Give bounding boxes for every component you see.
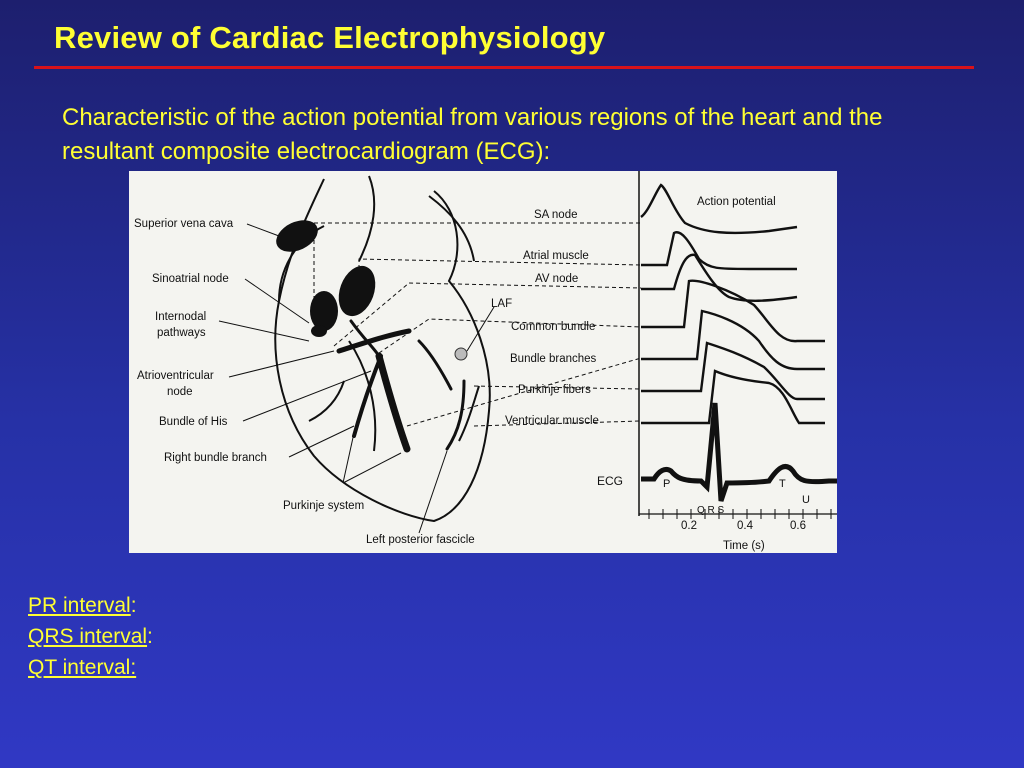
ecg-wave-qrs: Q R S <box>697 505 725 516</box>
qrs-interval-row: QRS interval: <box>28 621 153 652</box>
trace-av-node <box>641 253 798 302</box>
right-atrium-shape <box>310 291 338 331</box>
ecg-wave-p: P <box>663 478 670 490</box>
title-divider <box>34 66 974 69</box>
trace-ventricular-muscle <box>641 369 825 425</box>
label-superior-vena-cava: Superior vena cava <box>134 218 234 230</box>
ecg-trace <box>641 402 837 502</box>
label-internodal-line1: Internodal <box>155 311 206 323</box>
label-sinoatrial-node: Sinoatrial node <box>152 273 229 285</box>
heart-drawing <box>274 175 491 523</box>
qt-interval-row: QT interval: <box>28 652 153 683</box>
region-label-av-node: AV node <box>535 273 578 285</box>
time-tick-0-4: 0.4 <box>737 520 754 532</box>
label-right-bundle-branch: Right bundle branch <box>164 452 267 464</box>
label-av-node-line1: Atrioventricular <box>137 370 214 382</box>
time-axis-minor-ticks <box>648 509 832 519</box>
label-purkinje-system: Purkinje system <box>283 500 364 512</box>
ecg-label: ECG <box>597 474 623 488</box>
region-label-atrial-muscle: Atrial muscle <box>523 250 589 262</box>
label-laf: LAF <box>491 298 512 310</box>
trace-atrial-muscle <box>641 231 797 271</box>
qt-interval-link[interactable]: QT interval: <box>28 656 137 679</box>
region-label-ventricular-muscle: Ventricular muscle <box>505 415 599 427</box>
label-internodal-line2: pathways <box>157 327 206 339</box>
label-av-node-line2: node <box>167 386 193 398</box>
sa-node-shape <box>311 325 327 337</box>
slide-subtitle: Characteristic of the action potential f… <box>62 104 883 165</box>
action-potential-traces <box>640 183 825 425</box>
conduction-system <box>336 319 466 453</box>
trace-bundle-branches <box>641 309 825 371</box>
mapping-lines <box>313 222 642 427</box>
trace-purkinje-fibers <box>641 341 825 401</box>
figure-canvas: Superior vena cava Sinoatrial node Inter… <box>134 171 837 552</box>
label-leaders <box>218 223 495 534</box>
ecg-wave-t: T <box>779 478 786 490</box>
label-bundle-of-his: Bundle of His <box>159 416 228 428</box>
qrs-interval-link[interactable]: QRS interval <box>28 625 148 648</box>
label-left-posterior-fascicle: Left posterior fascicle <box>366 534 475 546</box>
laf-node-shape <box>454 347 468 361</box>
pr-interval-colon: : <box>130 594 137 617</box>
action-potential-label: Action potential <box>697 196 776 208</box>
superior-vena-cava-shape <box>276 220 318 252</box>
trace-common-bundle <box>641 279 825 343</box>
region-label-sa-node: SA node <box>534 209 577 221</box>
time-tick-0-6: 0.6 <box>790 520 806 532</box>
qrs-interval-colon: : <box>147 625 153 648</box>
pr-interval-link[interactable]: PR interval <box>28 594 131 617</box>
trace-sa-node <box>640 183 798 235</box>
left-atrium-shape <box>338 265 376 317</box>
region-label-purkinje-fibers: Purkinje fibers <box>518 384 591 396</box>
region-label-common-bundle: Common bundle <box>511 321 595 333</box>
heart-conduction-figure: Superior vena cava Sinoatrial node Inter… <box>129 171 837 553</box>
time-tick-0-2: 0.2 <box>681 520 697 532</box>
region-label-bundle-branches: Bundle branches <box>510 353 597 365</box>
ecg-wave-u: U <box>802 494 810 506</box>
slide-title: Review of Cardiac Electrophysiology <box>54 20 606 55</box>
pr-interval-row: PR interval: <box>28 590 153 621</box>
time-axis-label: Time (s) <box>723 540 765 552</box>
interval-links: PR interval: QRS interval: QT interval: <box>28 590 153 683</box>
